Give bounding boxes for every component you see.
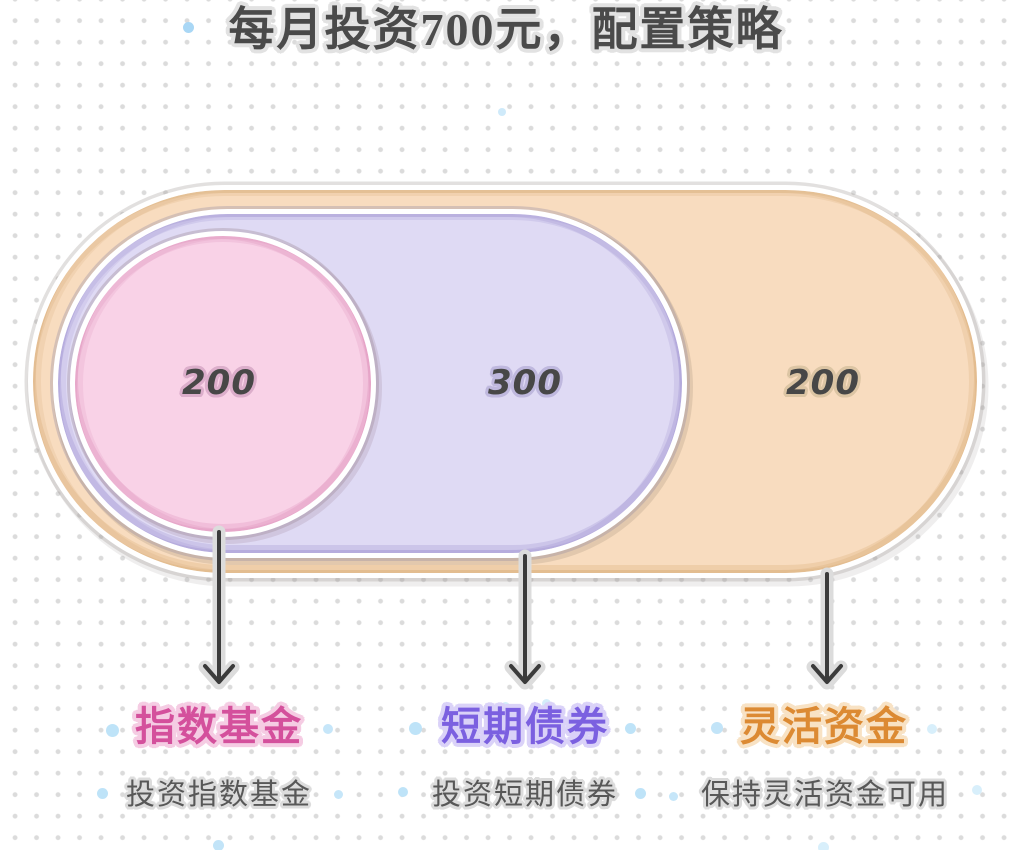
decor-dot (520, 668, 530, 678)
description-index-funds: 投资指数基金 (125, 779, 312, 811)
category-label-short-term-bonds: 短期债券 (441, 704, 609, 749)
amount-short-term-bonds: 300 (488, 363, 562, 403)
amount-flexible-funds: 200 (786, 363, 860, 403)
description-flexible-funds: 保持灵活资金可用 (700, 779, 949, 811)
decor-dot (214, 668, 224, 678)
page-title: 每月投资700元，配置策略 (228, 4, 784, 55)
category-label-flexible-funds: 灵活资金 (740, 704, 908, 749)
description-short-term-bonds: 投资短期债券 (431, 779, 618, 811)
amount-index-funds: 200 (182, 363, 256, 403)
decor-dot (817, 841, 829, 850)
decor-dot (212, 839, 224, 850)
category-label-index-funds: 指数基金 (135, 704, 303, 749)
decor-dot (822, 668, 832, 678)
decor-dot (498, 108, 506, 116)
arrow-down-flexible-funds (806, 567, 848, 690)
